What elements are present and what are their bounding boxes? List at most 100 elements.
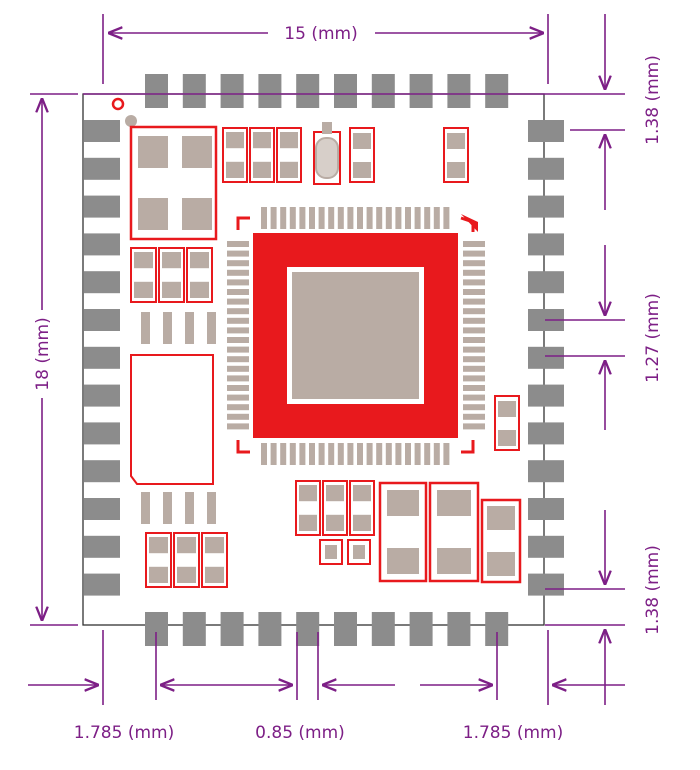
- qfp-pin-bottom: [376, 443, 383, 465]
- qfp-pin-top: [414, 207, 421, 229]
- resistor-pad: [149, 566, 168, 583]
- bottom-left-resistor-array: [145, 532, 228, 588]
- qfp-pin-bottom: [261, 443, 267, 465]
- crystal-component: [129, 125, 218, 241]
- bottom-edge-pad: [258, 612, 282, 646]
- ic-side-resistor: [494, 395, 520, 451]
- left-edge-pad: [84, 233, 120, 256]
- top-edge-pad: [334, 74, 357, 108]
- resistor-pad: [177, 566, 196, 583]
- resistor-pad: [280, 132, 298, 149]
- resistor-pad: [299, 514, 317, 531]
- top-edge-pad: [371, 74, 395, 108]
- top-edge-pads: [145, 74, 509, 108]
- qfp-pin-right: [463, 279, 485, 286]
- resistor-pad: [205, 537, 224, 554]
- resistor-outline: [222, 127, 248, 183]
- qfp-pin-bottom: [328, 443, 335, 465]
- right-edge-pad: [528, 422, 564, 445]
- qfp-pin-left: [227, 394, 249, 401]
- left-edge-pads: [84, 120, 120, 596]
- qfp-pin-bottom: [270, 443, 277, 465]
- left-edge-pad: [84, 195, 120, 218]
- resistor-pad: [353, 485, 371, 502]
- qfp-pin-left: [227, 250, 249, 257]
- isolated-resistor: [443, 127, 469, 183]
- bottom-edge-pad: [182, 612, 206, 646]
- qfp-pin-top: [357, 207, 363, 229]
- left-edge-pad: [84, 460, 120, 483]
- qfp-pin-bottom: [309, 443, 315, 465]
- qfp-pin-top: [261, 207, 267, 229]
- qfp-pin-left: [227, 365, 249, 372]
- qfp-pin-right: [463, 298, 485, 305]
- resistor-pad: [162, 252, 181, 269]
- resistor-pad: [299, 485, 317, 502]
- right-edge-pad: [528, 498, 564, 520]
- top-edge-pad: [182, 74, 206, 108]
- qfp-pin-top: [366, 207, 373, 229]
- right-edge-pad: [528, 233, 564, 256]
- bottom-edge-pad: [409, 612, 433, 646]
- resistor-outline: [349, 480, 375, 536]
- qfp-pin-left: [227, 413, 249, 420]
- qfp-pin-right: [463, 394, 485, 401]
- resistor-pad: [177, 537, 196, 554]
- resistor-pad: [134, 281, 153, 298]
- dimension-lines: [28, 14, 625, 705]
- qfp-pin-right: [463, 260, 485, 267]
- qfp-pin-bottom: [424, 443, 431, 465]
- left-vertical-bars-lower: [141, 492, 216, 524]
- right-edge-pad: [528, 573, 564, 596]
- height-dimension-label: 18 (mm): [33, 317, 53, 390]
- pin1-circle-icon: [111, 97, 125, 111]
- bottom-edge-pads: [145, 612, 509, 646]
- resistor-outline: [322, 480, 348, 536]
- qfp-pin-bottom: [414, 443, 421, 465]
- resistor-pad: [149, 537, 168, 554]
- qfp-pin-top: [299, 207, 306, 229]
- resistor-pad: [326, 485, 344, 502]
- pitch-label: 1.27 (mm): [643, 293, 663, 383]
- qfp-pin-left: [227, 337, 249, 343]
- right-edge-pad: [528, 271, 564, 294]
- fiducial-dot: [125, 115, 137, 127]
- resistor-pad: [205, 566, 224, 583]
- qfp-pin-bottom: [395, 443, 402, 465]
- qfp-pin-bottom: [280, 443, 287, 465]
- qfp-pin-bottom: [299, 443, 306, 465]
- qfp-pin-top: [309, 207, 315, 229]
- qfp-pin-bottom: [433, 443, 440, 465]
- left-edge-pad: [84, 384, 120, 407]
- qfp-pin-right: [463, 317, 485, 324]
- qfp-pin-top: [443, 207, 450, 229]
- resistor-outline: [186, 247, 213, 303]
- resistor-pad: [253, 161, 271, 178]
- resistor-outline: [145, 532, 172, 588]
- top-edge-pad: [258, 74, 282, 108]
- top-edge-pad: [409, 74, 433, 108]
- qfp-pin-left: [227, 289, 249, 295]
- right-edge-pad: [528, 120, 564, 142]
- top-offset-label: 1.38 (mm): [643, 55, 663, 145]
- resistor-pad: [226, 132, 244, 149]
- qfp-pin-left: [227, 269, 249, 276]
- resistor-pad: [190, 252, 209, 269]
- qfp-pin-bottom: [366, 443, 373, 465]
- qfp-pin-left: [227, 241, 249, 247]
- bottom-caps: [319, 481, 522, 584]
- qfp-pin-right: [463, 375, 485, 382]
- left-edge-pad: [84, 535, 120, 558]
- qfp-pin-left: [227, 327, 249, 334]
- left-resistor-array: [130, 247, 213, 303]
- qfp-pin-bottom: [385, 443, 392, 465]
- qfp-pin-right: [463, 346, 485, 353]
- bottom-edge-pad: [447, 612, 471, 646]
- resistor-pad: [353, 514, 371, 531]
- qfp-pin-left: [227, 308, 249, 315]
- resistor-pad: [253, 132, 271, 149]
- qfp-pin-top: [405, 207, 411, 229]
- qfp-pin-bottom: [337, 443, 344, 465]
- qfp-pin-left: [227, 317, 249, 324]
- bottom-edge-pad: [296, 612, 320, 646]
